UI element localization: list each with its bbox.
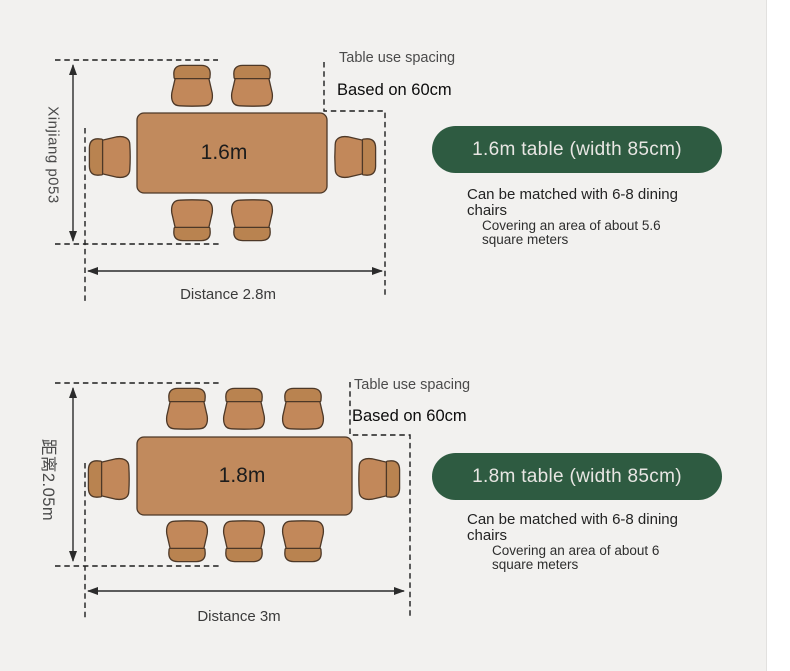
coverage-area-text: Covering an area of about 6 square meter… [492,543,660,572]
table-size-badge: 1.8m table (width 85cm) [432,453,722,500]
table-size-label: 1.8m [218,464,266,487]
chair [88,135,131,179]
page-right-margin [766,0,790,671]
chair [165,520,209,563]
matching-chairs-text: Can be matched with 6-8 dining chairs [467,186,678,219]
chair [170,199,214,242]
spacing-note: Table use spacing [354,377,471,393]
table-size-badge-label: 1.6m table (width 85cm) [472,138,682,160]
chair [222,387,266,430]
distance-label: Distance 2.8m [180,286,276,303]
coverage-area-text: Covering an area of about 5.6 square met… [482,218,661,247]
side-dimension-label: Xinjiang p053 [44,106,62,204]
side-dimension-label: 距离2.05m [39,438,57,522]
diagram-1-6m [55,59,386,302]
chair [170,64,214,107]
diagram-1-8m [55,382,411,618]
table-size-badge: 1.6m table (width 85cm) [432,126,722,173]
spacing-dashed-lines [55,59,386,302]
table-size-label: 1.6m [200,141,248,164]
table-size-badge-label: 1.8m table (width 85cm) [472,465,682,487]
chair [165,387,209,430]
distance-label: Distance 3m [197,608,281,625]
spacing-basis-note: Based on 60cm [352,407,467,425]
chair [230,64,274,107]
chair [358,457,401,501]
matching-chairs-text: Can be matched with 6-8 dining chairs [467,511,678,544]
chair [230,199,274,242]
chair [281,520,325,563]
chair [281,387,325,430]
chair [222,520,266,563]
chair [334,135,377,179]
chair [87,457,130,501]
dining-table [136,112,328,194]
spacing-note: Table use spacing [339,50,456,66]
dining-table [136,436,353,516]
spacing-basis-note: Based on 60cm [337,81,452,99]
